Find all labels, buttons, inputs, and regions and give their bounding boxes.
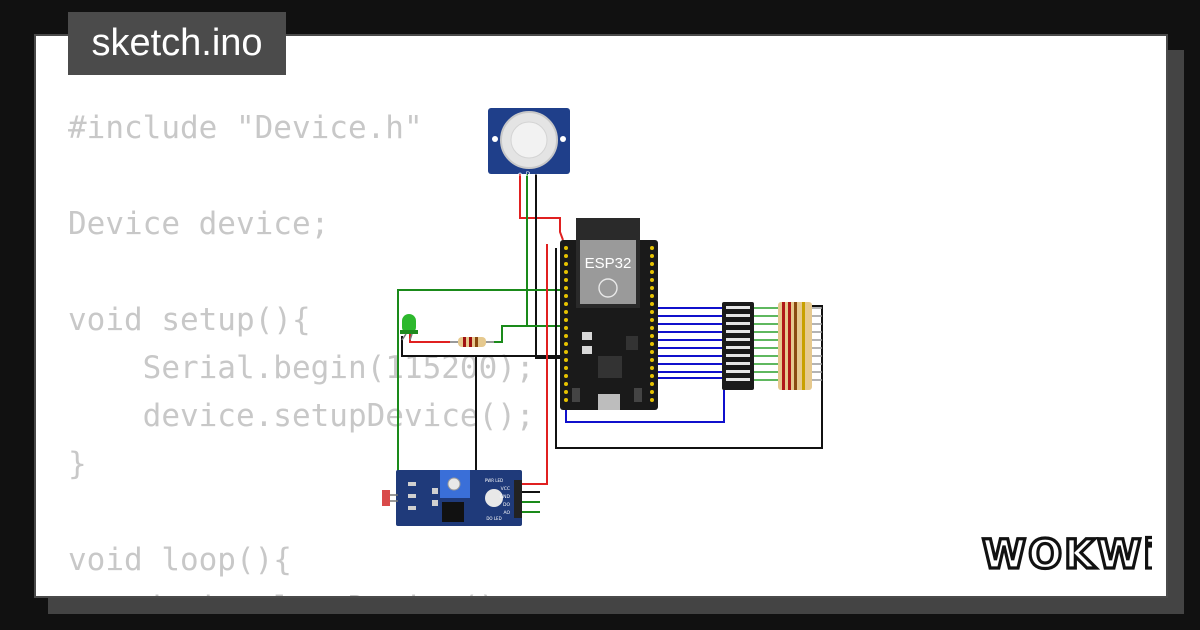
esp32-board: ESP32	[560, 218, 658, 410]
pir-sensor: + D −	[488, 108, 570, 178]
ldr-label: VCC	[501, 486, 510, 492]
pir-pin-label: D	[526, 171, 531, 178]
photoresistor-icon	[382, 490, 390, 506]
wire-green	[397, 289, 563, 316]
resistor-bank	[778, 302, 822, 390]
wire-red	[520, 244, 548, 485]
file-tab: sketch.ino	[68, 12, 286, 75]
shift-register-array	[722, 302, 754, 390]
code-line: #include "Device.h"	[68, 110, 423, 146]
wire-green	[492, 325, 563, 343]
code-line: device.setupDevice();	[68, 398, 535, 434]
wire-black	[401, 336, 563, 357]
circuit-diagram: + D − ESP32	[382, 108, 823, 526]
code-line: void setup(){	[68, 302, 311, 338]
ldr-label: DO	[503, 502, 510, 508]
wire-black	[535, 173, 563, 359]
led-green	[400, 314, 418, 341]
resistor	[450, 337, 494, 347]
wire-blue	[565, 386, 725, 423]
wire-green	[526, 173, 563, 327]
preview-card: #include "Device.h" Device device; void se…	[34, 34, 1168, 598]
ldr-label: GND	[500, 494, 511, 500]
code-line: device.loopDevice();	[68, 584, 535, 596]
code-preview: #include "Device.h" Device device; void se…	[68, 104, 535, 596]
code-line: void loop(){	[68, 542, 292, 578]
ldr-label: DO LED	[486, 516, 501, 521]
usb-port-icon	[598, 394, 620, 410]
code-line: }	[68, 446, 87, 482]
file-tab-label: sketch.ino	[91, 22, 263, 64]
pir-pin-label: +	[517, 171, 522, 178]
pir-pin-label: −	[534, 171, 539, 178]
espressif-icon	[598, 278, 618, 298]
wokwi-logo: WOKWi	[980, 530, 1152, 578]
wokwi-logo-text: WOKWi	[982, 532, 1152, 578]
ldr-label: AO	[503, 510, 510, 516]
ldr-label: PWR LED	[485, 478, 503, 483]
wire-red	[519, 173, 564, 241]
wire-black	[555, 248, 823, 449]
esp32-label: ESP32	[585, 255, 632, 272]
code-line: Device device;	[68, 206, 330, 242]
ldr-module: VCC GND DO AO PWR LED DO LED	[382, 470, 522, 526]
